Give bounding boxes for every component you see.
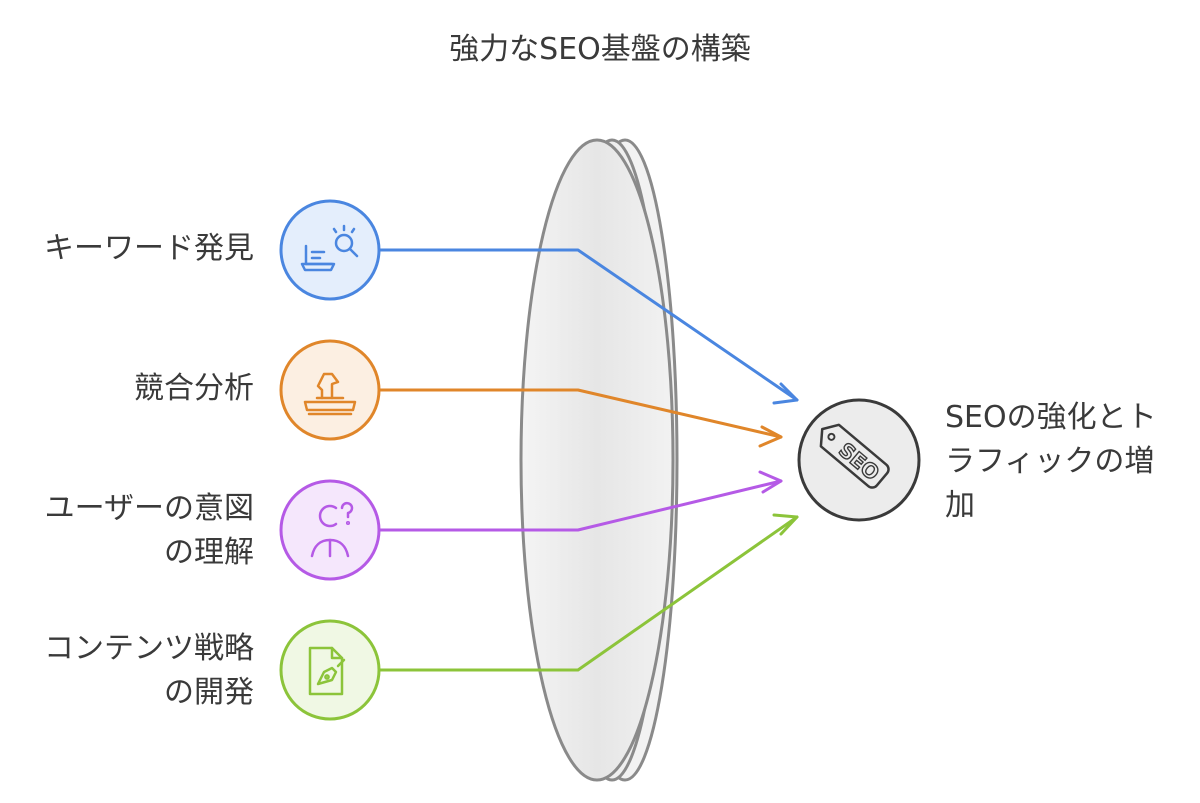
chess-knight-icon — [303, 372, 357, 416]
user-question-icon — [310, 501, 354, 558]
output-label-line: 加 — [945, 488, 975, 523]
connector-content-strategy — [376, 513, 799, 672]
output-label: SEOの強化とト ラフィックの増 加 — [945, 396, 1157, 528]
node-competitor — [279, 339, 381, 441]
input-label-content-strategy: コンテンツ戦略 の開発 — [44, 627, 254, 715]
diagram-title: 強力なSEO基盤の構築 — [449, 32, 751, 67]
document-pen-icon — [308, 646, 346, 696]
connector-keyword — [376, 248, 799, 405]
node-keyword — [279, 199, 381, 301]
connector-competitor — [376, 388, 783, 448]
label-line: ユーザーの意図 — [44, 491, 254, 526]
input-label-user-intent: ユーザーの意図 の理解 — [45, 487, 254, 575]
lens — [519, 138, 679, 782]
connector-user-intent — [376, 470, 783, 532]
label-line: の開発 — [164, 675, 254, 710]
node-output: SEO — [797, 398, 921, 522]
label-line: の理解 — [164, 535, 254, 570]
label-line: コンテンツ戦略 — [44, 631, 254, 666]
node-content-strategy — [279, 619, 381, 721]
output-label-line: ラフィックの増 — [945, 444, 1155, 479]
label-line: キーワード発見 — [44, 231, 254, 266]
input-label-competitor: 競合分析 — [134, 367, 254, 411]
output-label-line: SEOの強化とト — [945, 400, 1157, 435]
keyword-search-icon — [300, 224, 359, 272]
input-label-keyword: キーワード発見 — [44, 227, 254, 271]
label-line: 競合分析 — [134, 371, 254, 406]
node-user-intent — [279, 479, 381, 581]
